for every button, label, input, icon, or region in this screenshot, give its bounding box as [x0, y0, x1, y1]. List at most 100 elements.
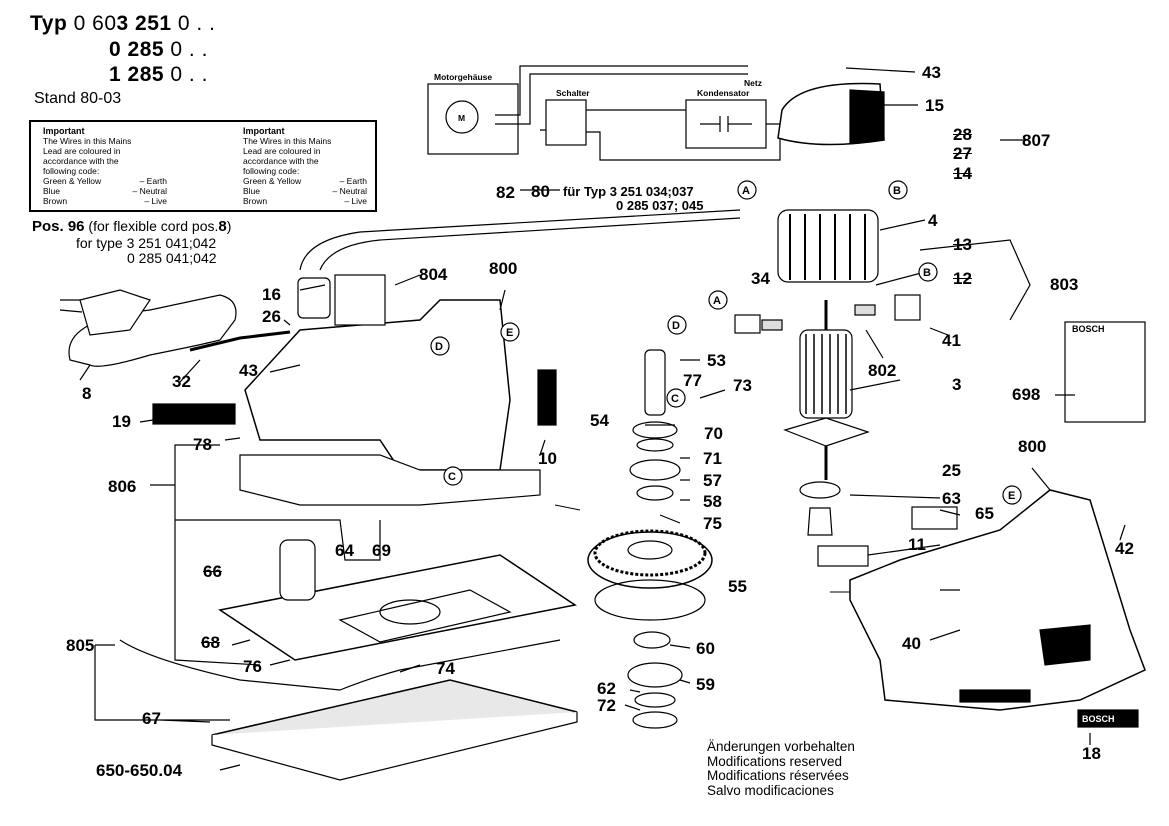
part-label-806: 806 [108, 477, 137, 496]
part-label-28: 28 [953, 125, 972, 144]
wire-color: Blue [43, 186, 61, 196]
wire-meaning: – Earth [139, 176, 167, 186]
capacitor-label: Kondensator [697, 88, 750, 98]
important-text: accordance with the [243, 156, 319, 166]
part-label-78: 78 [193, 435, 212, 454]
part-label-807: 807 [1022, 131, 1051, 150]
mains-label: Netz [744, 78, 762, 88]
typ80-note-2: 0 285 037; 045 [616, 198, 704, 213]
part-label-76: 76 [243, 657, 262, 676]
wire-color: Green & Yellow [243, 176, 302, 186]
type-row-2: 0 285 0 . . [109, 38, 208, 62]
part-label-82: 82 [496, 183, 515, 202]
wire-code-box: Important The Wires in this Mains Lead a… [29, 120, 377, 212]
part-label-70: 70 [704, 424, 723, 443]
motor-symbol-circle [445, 100, 479, 134]
pos96-label: Pos. 96 [32, 218, 85, 235]
stand-label: Stand 80-03 [34, 90, 122, 107]
part-label-74: 74 [436, 659, 455, 678]
part-label-42: 42 [1115, 539, 1134, 558]
code-row: Green & Yellow– Earth [243, 176, 367, 186]
part-label-19: 19 [112, 412, 131, 431]
part-label-64: 64 [335, 541, 354, 560]
pos96-line2: for type 3 251 041;042 [76, 235, 217, 251]
callout-d: D [435, 341, 443, 353]
wire-color: Blue [243, 186, 261, 196]
callout-e: E [506, 327, 513, 339]
part-label-26: 26 [262, 307, 281, 326]
part-label-8: 8 [82, 384, 92, 403]
important-text: following code: [43, 166, 100, 176]
part-label-804: 804 [419, 265, 448, 284]
bosch-card-label: BOSCH [1072, 324, 1105, 334]
part-label-77: 77 [683, 371, 702, 390]
pos96-note: Pos. 96 (for flexible cord pos.8) [32, 218, 231, 235]
important-text: Lead are coloured in [43, 146, 121, 156]
part-label-71: 71 [703, 449, 722, 468]
capacitor-box [685, 99, 767, 149]
type-row-3: 1 285 0 . . [109, 63, 208, 87]
part-label-62: 62 [597, 679, 616, 698]
part-label-12: 12 [953, 269, 972, 288]
part-label-55: 55 [728, 577, 747, 596]
code-row: Green & Yellow – Earth [43, 176, 167, 186]
part-label-43: 43 [922, 63, 941, 82]
part-label-80: 80 [531, 182, 550, 201]
part-label-11: 11 [908, 535, 926, 554]
part-label-16: 16 [262, 285, 281, 304]
part-label-4: 4 [928, 211, 938, 230]
important-title: Important [243, 126, 285, 136]
pos96-num: 8 [218, 218, 227, 235]
part-label-650: 650-650.04 [96, 761, 183, 780]
pos96-text: (for flexible cord pos. [88, 218, 219, 234]
part-label-13: 13 [953, 235, 972, 254]
part-label-800: 800 [1018, 437, 1047, 456]
type-row-1: Typ 0 603 251 0 . . [30, 12, 215, 36]
type-suffix: 0 . . [177, 12, 216, 35]
part-label-69: 69 [372, 541, 391, 560]
wire-color: Green & Yellow [43, 176, 102, 186]
part-label-10: 10 [538, 449, 557, 468]
part-label-803: 803 [1050, 275, 1079, 294]
wire-meaning: – Neutral [132, 186, 168, 196]
code-row: Brown– Live [43, 196, 167, 206]
part-label-27: 27 [953, 144, 972, 163]
motor-housing-box [427, 83, 519, 155]
callout-c: C [671, 393, 679, 405]
part-label-65: 65 [975, 504, 994, 523]
part-label-73: 73 [733, 376, 752, 395]
callout-a: A [742, 185, 750, 197]
part-label-75: 75 [703, 514, 722, 533]
wire-code-column: Important The Wires in this Mains Lead a… [43, 126, 193, 206]
callout-b: B [893, 185, 901, 197]
part-label-802: 802 [868, 361, 897, 380]
important-text: following code: [243, 166, 300, 176]
part-label-34: 34 [751, 269, 770, 288]
modifications-note: Änderungen vorbehalten Modifications res… [707, 739, 855, 798]
callout-a: A [713, 295, 721, 307]
part-label-66: 66 [203, 562, 222, 581]
part-label-63: 63 [942, 489, 961, 508]
wire-meaning: – Live [144, 196, 167, 206]
pos96-end: ) [226, 218, 232, 234]
code-row: Blue – Neutral [43, 186, 167, 196]
part-label-15: 15 [925, 96, 944, 115]
callout-b: B [923, 267, 931, 279]
part-label-41: 41 [942, 331, 961, 350]
part-label-59: 59 [696, 675, 715, 694]
switch-label: Schalter [556, 88, 590, 98]
part-label-67: 67 [142, 709, 161, 728]
wire-color: Brown [243, 196, 268, 206]
part-label-25: 25 [942, 461, 961, 480]
wire-meaning: – Live [344, 196, 367, 206]
type-suffix: 0 . . [170, 63, 208, 86]
part-label-800: 800 [489, 259, 518, 278]
important-text: The Wires in this Mains [43, 136, 132, 146]
modification-line: Modifications reserved [707, 753, 843, 769]
part-label-40: 40 [902, 634, 921, 653]
part-label-58: 58 [703, 492, 722, 511]
important-text: The Wires in this Mains [243, 136, 332, 146]
part-label-60: 60 [696, 639, 715, 658]
callout-e: E [1008, 490, 1015, 502]
